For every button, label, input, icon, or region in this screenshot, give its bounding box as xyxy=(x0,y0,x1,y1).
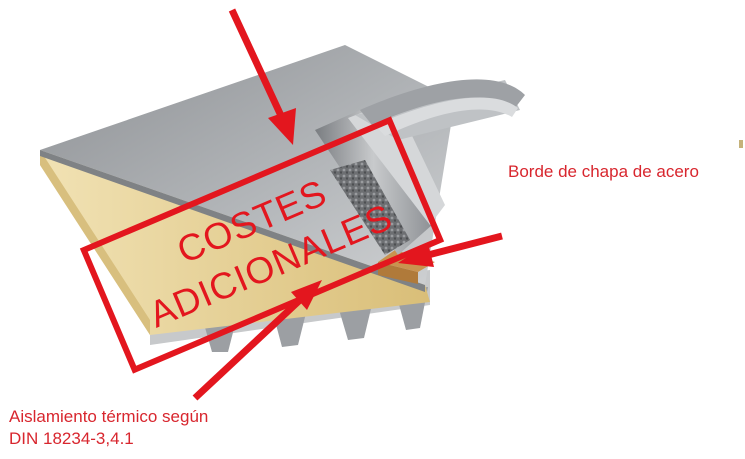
roof-membrane xyxy=(40,45,455,292)
red-arrow-icon xyxy=(228,8,296,145)
insulation-label-line-1: Aislamiento térmico según xyxy=(9,407,209,426)
red-arrow-icon xyxy=(398,232,503,267)
cost-stamp xyxy=(79,116,445,374)
stamp-frame xyxy=(79,116,445,374)
insulation-label-line-2: DIN 18234-3,4.1 xyxy=(9,429,134,448)
background-fragment xyxy=(739,140,743,148)
red-arrow-icon xyxy=(192,280,322,401)
steel-edge-label: Borde de chapa de acero xyxy=(508,162,699,181)
insulation-label: Aislamiento térmico según DIN 18234-3,4.… xyxy=(9,406,208,450)
